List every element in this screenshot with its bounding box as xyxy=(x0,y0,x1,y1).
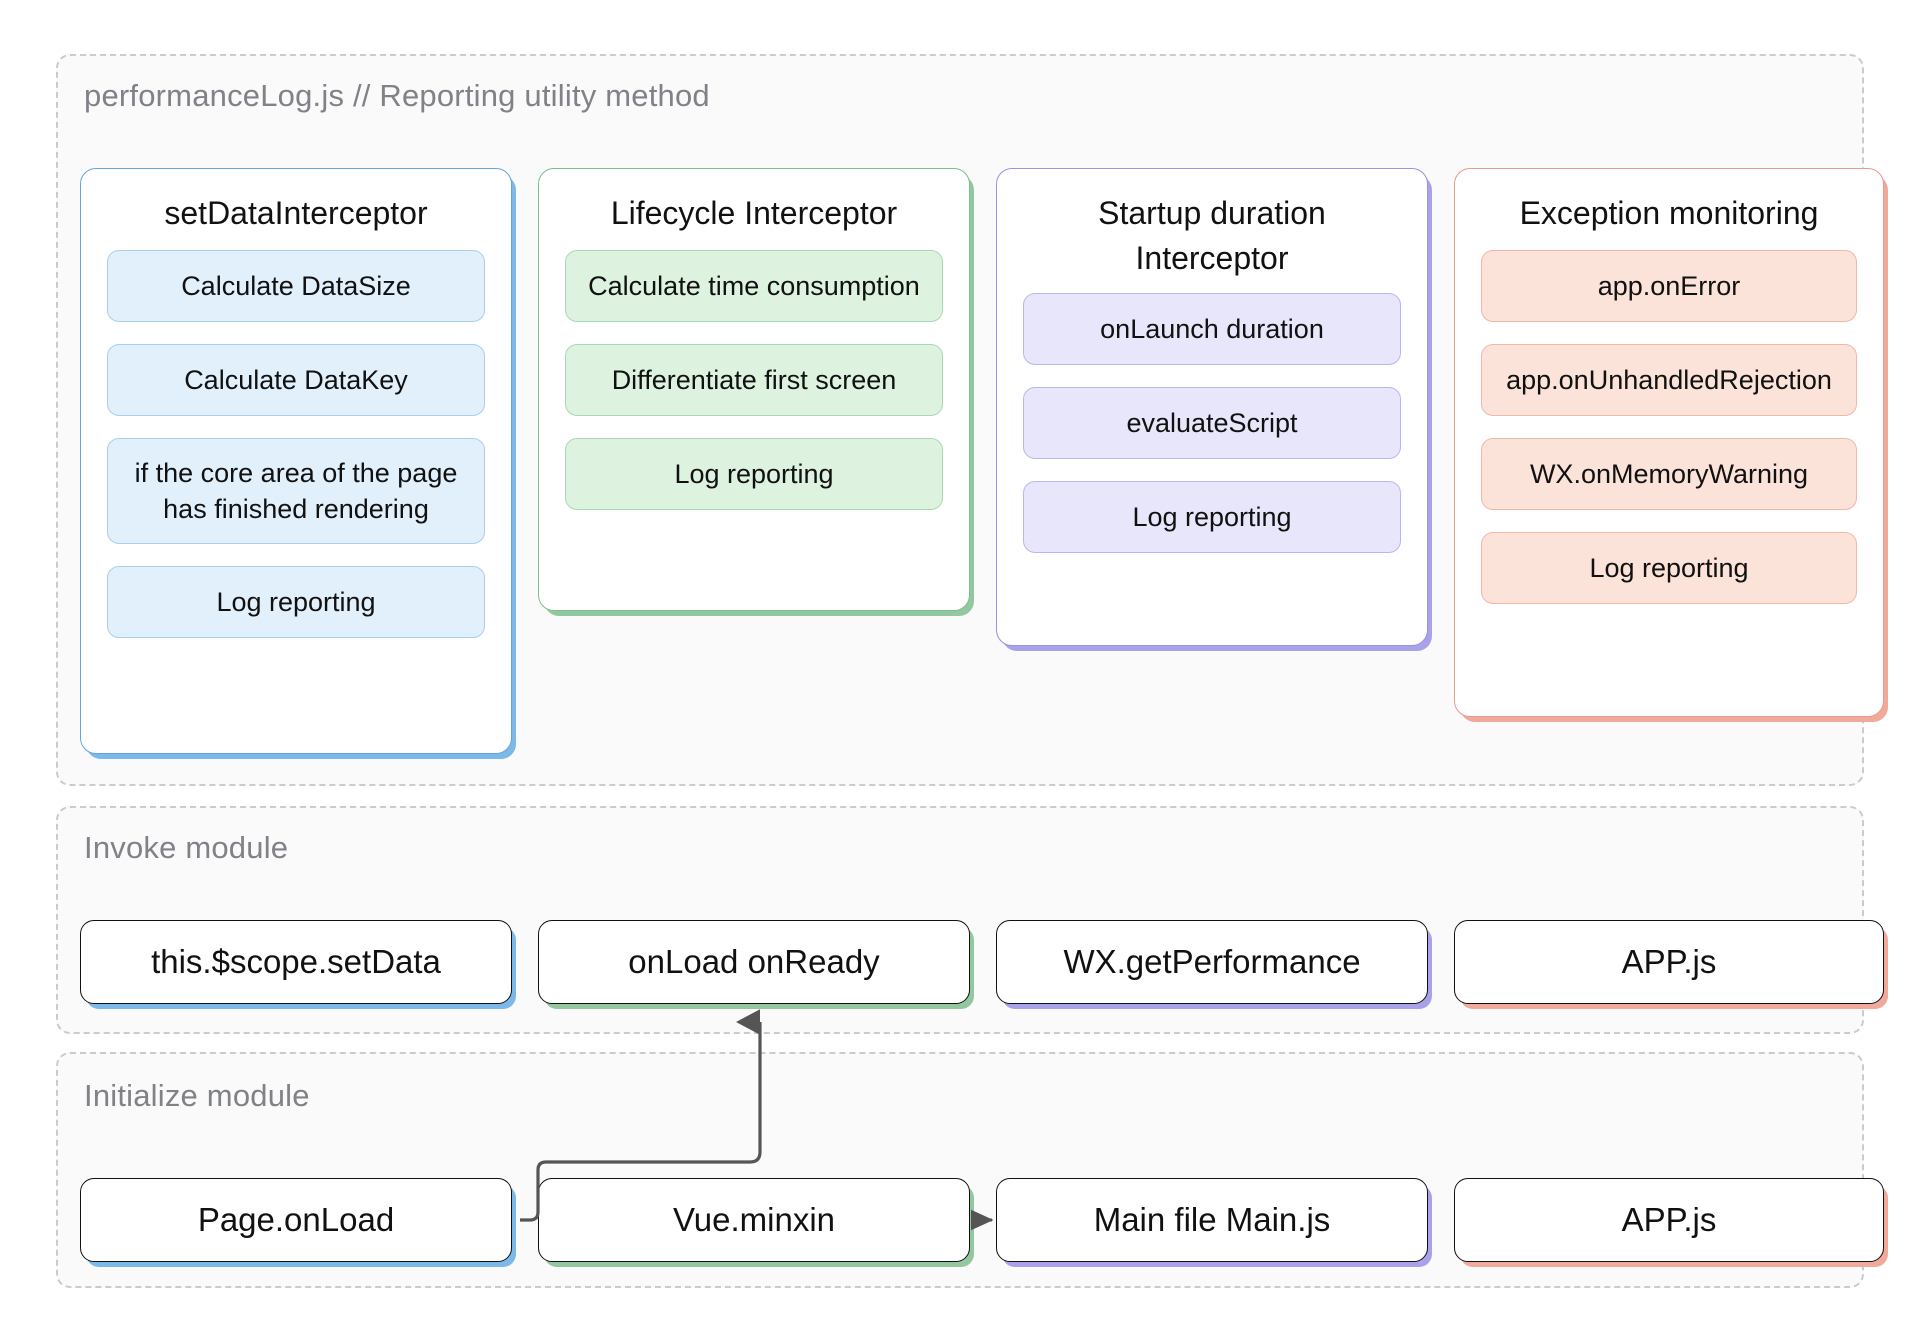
card-startup-duration-interceptor[interactable]: Startup duration Interceptor onLaunch du… xyxy=(996,168,1428,646)
chip-log-reporting[interactable]: Log reporting xyxy=(565,438,943,510)
chip-core-area-rendered[interactable]: if the core area of the page has finishe… xyxy=(107,438,485,544)
card-title: Startup duration Interceptor xyxy=(1098,195,1326,276)
card-title: setDataInterceptor xyxy=(164,195,428,231)
invoke-box-wx-getperformance[interactable]: WX.getPerformance xyxy=(996,920,1428,1004)
card-title: Exception monitoring xyxy=(1519,195,1819,231)
card-lifecycle-interceptor[interactable]: Lifecycle Interceptor Calculate time con… xyxy=(538,168,970,611)
chip-app-onerror[interactable]: app.onError xyxy=(1481,250,1857,322)
chip-log-reporting[interactable]: Log reporting xyxy=(107,566,485,638)
chip-evaluatescript[interactable]: evaluateScript xyxy=(1023,387,1401,459)
chip-list: onLaunch duration evaluateScript Log rep… xyxy=(997,293,1427,553)
chip-list: Calculate time consumption Differentiate… xyxy=(539,250,969,510)
init-box-page-onload[interactable]: Page.onLoad xyxy=(80,1178,512,1262)
chip-app-onunhandledrejection[interactable]: app.onUnhandledRejection xyxy=(1481,344,1857,416)
chip-log-reporting[interactable]: Log reporting xyxy=(1023,481,1401,553)
chip-calculate-time-consumption[interactable]: Calculate time consumption xyxy=(565,250,943,322)
chip-differentiate-first-screen[interactable]: Differentiate first screen xyxy=(565,344,943,416)
chip-list: Calculate DataSize Calculate DataKey if … xyxy=(81,250,511,638)
init-box-vue-minxin[interactable]: Vue.minxin xyxy=(538,1178,970,1262)
group-performance-log-title: performanceLog.js // Reporting utility m… xyxy=(84,78,710,113)
card-title: Lifecycle Interceptor xyxy=(610,195,898,231)
chip-calculate-datasize[interactable]: Calculate DataSize xyxy=(107,250,485,322)
invoke-box-this-scope-setdata[interactable]: this.$scope.setData xyxy=(80,920,512,1004)
chip-calculate-datakey[interactable]: Calculate DataKey xyxy=(107,344,485,416)
group-invoke-module-title: Invoke module xyxy=(84,830,289,865)
card-exception-monitoring[interactable]: Exception monitoring app.onError app.onU… xyxy=(1454,168,1884,717)
init-box-main-file-mainjs[interactable]: Main file Main.js xyxy=(996,1178,1428,1262)
chip-wx-onmemorywarning[interactable]: WX.onMemoryWarning xyxy=(1481,438,1857,510)
init-box-app-js[interactable]: APP.js xyxy=(1454,1178,1884,1262)
invoke-box-app-js[interactable]: APP.js xyxy=(1454,920,1884,1004)
card-setdatainterceptor[interactable]: setDataInterceptor Calculate DataSize Ca… xyxy=(80,168,512,754)
chip-onlaunch-duration[interactable]: onLaunch duration xyxy=(1023,293,1401,365)
group-initialize-module-title: Initialize module xyxy=(84,1078,310,1113)
invoke-box-onload-onready[interactable]: onLoad onReady xyxy=(538,920,970,1004)
chip-log-reporting[interactable]: Log reporting xyxy=(1481,532,1857,604)
chip-list: app.onError app.onUnhandledRejection WX.… xyxy=(1455,250,1883,604)
